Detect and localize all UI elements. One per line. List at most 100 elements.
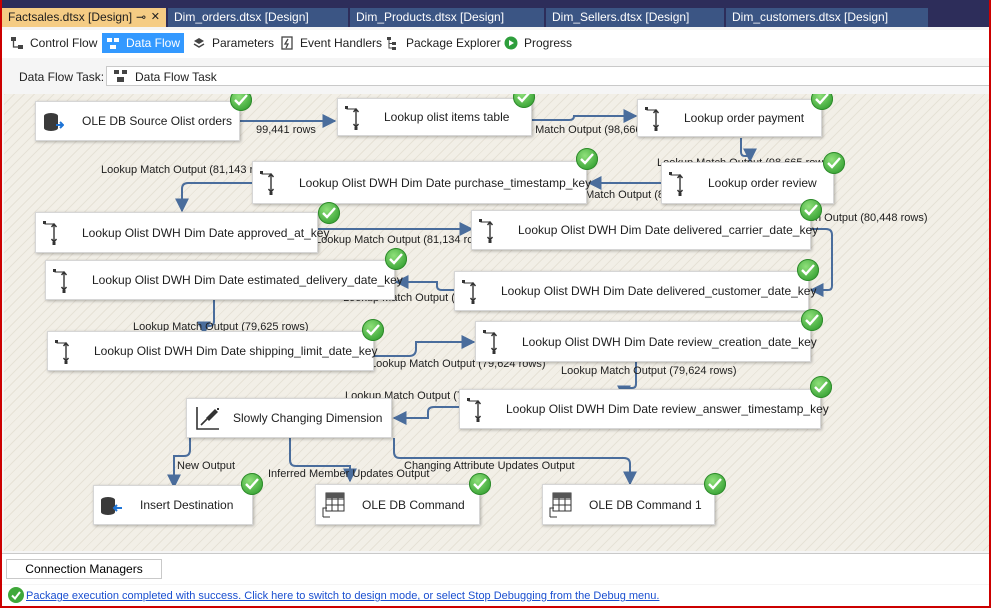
component-label: Lookup olist items table bbox=[384, 110, 510, 124]
tab-parameters[interactable]: Parameters bbox=[188, 33, 274, 53]
component-lookup-estimated-delivery[interactable]: Lookup Olist DWH Dim Date estimated_deli… bbox=[45, 260, 403, 300]
lookup-icon bbox=[479, 219, 494, 243]
close-icon[interactable]: ✕ bbox=[150, 11, 160, 23]
path-label: Lookup Match Output (81,134 rows) bbox=[315, 234, 491, 246]
data-flow-canvas[interactable]: 99,441 rows Lookup Match Output (98,666 … bbox=[4, 94, 989, 551]
tab-label: Dim_orders.dtsx [Design] bbox=[174, 10, 309, 24]
path-label: Lookup Match Output (81,143 rows) bbox=[101, 164, 277, 176]
component-label: Lookup Olist DWH Dim Date purchase_times… bbox=[299, 175, 592, 190]
component-label: OLE DB Command 1 bbox=[589, 497, 702, 512]
tab-progress[interactable]: Progress bbox=[500, 33, 576, 53]
component-ole-db-source[interactable]: OLE DB Source Olist orders bbox=[35, 101, 240, 141]
ole-db-command-icon bbox=[549, 492, 572, 518]
path-wire[interactable] bbox=[532, 109, 638, 123]
tab-label: Data Flow bbox=[126, 36, 181, 50]
lookup-icon bbox=[53, 269, 68, 293]
lookup-icon bbox=[669, 172, 684, 196]
component-lookup-review-answer[interactable]: Lookup Olist DWH Dim Date review_answer_… bbox=[459, 389, 829, 429]
tab-control-flow[interactable]: Control Flow bbox=[6, 33, 98, 53]
path-wire[interactable] bbox=[175, 182, 258, 213]
status-message-link[interactable]: Package execution completed with success… bbox=[26, 590, 660, 602]
data-flow-task-select[interactable]: Data Flow Task bbox=[106, 66, 989, 86]
tab-dim-orders[interactable]: Dim_orders.dtsx [Design] bbox=[168, 8, 348, 27]
data-flow-task-label: Data Flow Task: bbox=[19, 70, 105, 84]
component-lookup-order-payment[interactable]: Lookup order payment bbox=[637, 99, 822, 137]
component-lookup-delivered-customer[interactable]: Lookup Olist DWH Dim Date delivered_cust… bbox=[454, 271, 816, 311]
component-label: Lookup Olist DWH Dim Date approved_at_ke… bbox=[82, 225, 330, 240]
success-check-icon bbox=[513, 94, 535, 108]
component-lookup-order-review[interactable]: Lookup order review bbox=[661, 162, 834, 204]
success-check-icon bbox=[801, 309, 823, 331]
tab-label: Progress bbox=[524, 36, 573, 50]
path-wire[interactable] bbox=[617, 362, 637, 400]
tab-label: Factsales.dtsx [Design] bbox=[8, 10, 133, 24]
path-wire[interactable] bbox=[289, 438, 357, 483]
component-lookup-shipping-limit[interactable]: Lookup Olist DWH Dim Date shipping_limit… bbox=[47, 331, 377, 371]
tab-dim-sellers[interactable]: Dim_Sellers.dtsx [Design] bbox=[546, 8, 724, 27]
path-wire[interactable] bbox=[167, 438, 191, 489]
connection-managers-tab[interactable]: Connection Managers bbox=[6, 559, 162, 579]
data-flow-task-bar: Data Flow Task: Data Flow Task bbox=[2, 62, 989, 92]
lookup-icon bbox=[645, 107, 660, 131]
scd-icon bbox=[196, 407, 219, 430]
data-flow-task-icon bbox=[114, 70, 127, 82]
component-label: Lookup order payment bbox=[684, 111, 805, 125]
path-label: Changing Attribute Updates Output bbox=[404, 460, 575, 472]
connection-managers-panel: Connection Managers bbox=[2, 553, 989, 584]
path-wire[interactable] bbox=[197, 300, 215, 336]
component-insert-destination[interactable]: Insert Destination bbox=[93, 485, 253, 525]
tab-label: Dim_Products.dtsx [Design] bbox=[356, 10, 505, 24]
designer-tab-strip: Control Flow Data Flow Parameters Event … bbox=[2, 30, 989, 58]
component-ole-db-command[interactable]: OLE DB Command bbox=[315, 484, 480, 525]
progress-icon bbox=[504, 36, 518, 50]
lookup-icon bbox=[462, 280, 477, 304]
tab-data-flow[interactable]: Data Flow bbox=[102, 33, 184, 53]
path-wire[interactable] bbox=[740, 138, 757, 163]
path-wire[interactable] bbox=[374, 335, 476, 357]
tab-label: Control Flow bbox=[30, 36, 98, 50]
component-label: Insert Destination bbox=[140, 498, 234, 512]
data-flow-icon bbox=[107, 38, 119, 49]
component-ole-db-command-1[interactable]: OLE DB Command 1 bbox=[542, 484, 715, 525]
component-lookup-items[interactable]: Lookup olist items table bbox=[337, 98, 532, 136]
tab-label: Event Handlers bbox=[300, 36, 383, 50]
success-check-icon bbox=[469, 473, 491, 495]
database-source-icon bbox=[44, 113, 64, 131]
pin-icon[interactable]: ⊸ bbox=[135, 10, 146, 24]
success-check-icon bbox=[823, 152, 845, 174]
package-explorer-icon bbox=[387, 37, 396, 50]
success-check-icon bbox=[810, 376, 832, 398]
success-check-icon bbox=[8, 587, 24, 603]
path-label: Lookup Match Output (79,624 rows) bbox=[561, 365, 737, 377]
component-label: Lookup Olist DWH Dim Date review_creatio… bbox=[522, 334, 817, 349]
status-bar: Package execution completed with success… bbox=[2, 585, 989, 606]
tab-factsales[interactable]: Factsales.dtsx [Design] ⊸ ✕ bbox=[2, 8, 166, 27]
tab-event-handlers[interactable]: Event Handlers bbox=[276, 33, 383, 53]
path-wire[interactable] bbox=[393, 438, 637, 486]
success-check-icon bbox=[704, 473, 726, 495]
path-wire[interactable] bbox=[394, 275, 456, 291]
path-wire[interactable] bbox=[392, 406, 459, 425]
component-lookup-review-creation[interactable]: Lookup Olist DWH Dim Date review_creatio… bbox=[475, 321, 817, 362]
tab-dim-customers[interactable]: Dim_customers.dtsx [Design] bbox=[726, 8, 928, 27]
component-label: Lookup Olist DWH Dim Date estimated_deli… bbox=[92, 273, 403, 287]
data-path-wires bbox=[167, 109, 833, 489]
component-label: Lookup order review bbox=[708, 176, 817, 190]
component-label: OLE DB Source Olist orders bbox=[82, 114, 233, 128]
component-slowly-changing-dimension[interactable]: Slowly Changing Dimension bbox=[186, 398, 392, 438]
component-lookup-approved-at[interactable]: Lookup Olist DWH Dim Date approved_at_ke… bbox=[35, 212, 329, 253]
component-label: OLE DB Command bbox=[362, 497, 465, 512]
success-check-icon bbox=[811, 94, 833, 110]
path-wire[interactable] bbox=[809, 228, 833, 297]
tab-package-explorer[interactable]: Package Explorer bbox=[382, 33, 501, 53]
component-lookup-delivered-carrier[interactable]: Lookup Olist DWH Dim Date delivered_carr… bbox=[471, 210, 818, 250]
document-tab-strip: Factsales.dtsx [Design] ⊸ ✕ Dim_orders.d… bbox=[2, 0, 989, 27]
success-check-icon bbox=[230, 94, 252, 111]
lookup-icon bbox=[55, 340, 70, 364]
lookup-icon bbox=[345, 106, 360, 130]
ole-db-command-icon bbox=[322, 492, 345, 518]
tab-dim-products[interactable]: Dim_Products.dtsx [Design] bbox=[350, 8, 544, 27]
component-lookup-purchase-timestamp[interactable]: Lookup Olist DWH Dim Date purchase_times… bbox=[252, 161, 591, 204]
path-label: Inferred Member Updates Output bbox=[268, 468, 430, 480]
